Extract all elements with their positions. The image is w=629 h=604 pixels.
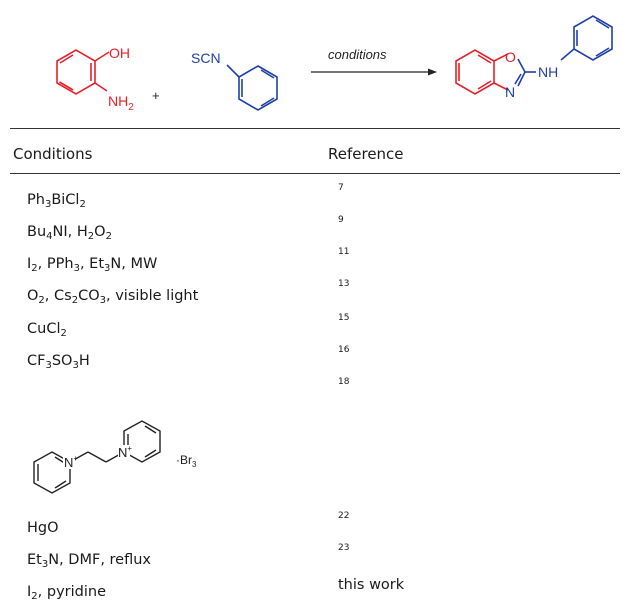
counterion-label: ·Br3 [176, 453, 197, 469]
scn-label: SCN [191, 50, 221, 66]
subscript: 3 [73, 263, 80, 274]
conditions-cell: O2, Cs2CO3, visible light [27, 288, 199, 306]
subscript: 2 [105, 231, 112, 242]
reference-cell: 16 [338, 345, 350, 355]
arrow-label: conditions [328, 47, 387, 62]
reactant-isothiocyanate [226, 64, 278, 111]
subscript: 2 [71, 295, 79, 306]
pyridinium-n-right: N+ [118, 444, 132, 460]
reference-cell: 15 [338, 313, 350, 323]
formula-text: HgO [27, 520, 59, 536]
subscript: 2 [38, 295, 45, 306]
reference-cell: 7 [338, 183, 344, 193]
formula-text: Ph [27, 192, 45, 208]
subscript: 3 [45, 360, 52, 371]
formula-text: I [27, 256, 32, 272]
formula-text: O [27, 288, 39, 304]
reference-cell: 9 [338, 215, 344, 225]
oxazole-o-label: O [505, 49, 516, 65]
header-conditions: Conditions [13, 145, 93, 163]
formula-text: , Et [79, 256, 105, 272]
formula-text: SO [51, 353, 73, 369]
conditions-cell: CuCl2 [27, 321, 67, 339]
formula-text: CF [27, 353, 46, 369]
subscript: 3 [99, 295, 106, 306]
reference-cell: this work [338, 577, 405, 593]
formula-text: CuCl [27, 321, 61, 337]
formula-text: , pyridine [37, 584, 106, 600]
conditions-cell: Ph3BiCl2 [27, 192, 86, 210]
conditions-cell: Et3N, DMF, reflux [27, 552, 152, 570]
reactant-aminophenol [56, 49, 110, 95]
formula-text: , Cs [44, 288, 72, 304]
formula-text: Bu [27, 224, 47, 240]
reference-cell: 22 [338, 511, 350, 521]
subscript: 4 [46, 231, 53, 242]
header-reference: Reference [328, 145, 404, 163]
subscript: 2 [31, 263, 38, 274]
subscript: 3 [72, 360, 79, 371]
formula-text: N, MW [110, 256, 158, 272]
nh-label: NH [538, 64, 558, 80]
oxazole-n-label: N [505, 84, 515, 100]
subscript: 2 [79, 199, 86, 210]
subscript: 2 [87, 231, 95, 242]
formula-text: CO [78, 288, 100, 304]
subscript: 2 [31, 591, 38, 602]
conditions-cell: I2, pyridine [27, 584, 106, 602]
subscript: 3 [44, 199, 52, 210]
reference-cell: 13 [338, 279, 350, 289]
formula-text: H [78, 353, 90, 369]
oh-label: OH [109, 45, 130, 61]
formula-text: BiCl [51, 192, 80, 208]
plus-sign: + [152, 88, 160, 103]
reference-cell: 11 [338, 247, 350, 257]
reference-cell: 23 [338, 543, 350, 553]
subscript: 2 [60, 328, 67, 339]
product-benzoxazole [455, 15, 613, 95]
header-bottom-rule [10, 173, 620, 174]
table-top-rule [10, 128, 620, 129]
nh2-label: NH2 [108, 93, 134, 113]
conditions-cell: HgO [27, 520, 59, 536]
subscript: 3 [41, 559, 49, 570]
reference-cell: 18 [338, 377, 350, 387]
reaction-scheme: OH NH2 + SCN conditions [56, 15, 613, 113]
conditions-cell: CF3SO3H [27, 353, 90, 371]
conditions-cell: I2, PPh3, Et3N, MW [27, 256, 158, 274]
formula-text: , PPh [37, 256, 74, 272]
formula-text: NI, H [52, 224, 88, 240]
reaction-arrow [311, 68, 437, 76]
subscript: 3 [104, 263, 111, 274]
formula-text: , visible light [106, 288, 199, 304]
formula-text: N, DMF, reflux [48, 552, 152, 568]
pyridinium-n-left: N+ [64, 454, 78, 470]
ionic-liquid-structure: N+ N+ ·Br3 [33, 420, 197, 494]
formula-text: O [94, 224, 106, 240]
conditions-cell: Bu4NI, H2O2 [27, 224, 112, 242]
formula-text: I [27, 584, 32, 600]
formula-text: Et [27, 552, 42, 568]
